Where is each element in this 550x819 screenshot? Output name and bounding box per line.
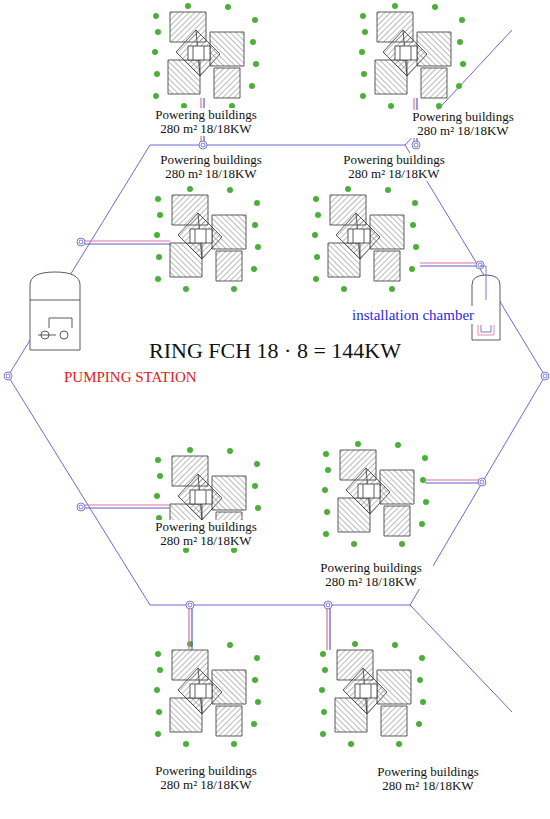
building-label: Powering buildings 280 m² 18/18KW [401, 110, 525, 138]
building-label: Powering buildings 280 m² 18/18KW [144, 764, 268, 792]
building-label: Powering buildings 280 m² 18/18KW [144, 520, 268, 548]
chamber-label: installation chamber [350, 306, 476, 324]
building-label: Powering buildings 280 m² 18/18KW [366, 765, 490, 793]
building-label: Powering buildings 280 m² 18/18KW [144, 108, 268, 136]
ring-title: RING FCH 18 · 8 = 144KW [147, 338, 403, 364]
building-label: Powering buildings 280 m² 18/18KW [332, 153, 456, 181]
station-label: PUMPING STATION [62, 368, 199, 386]
building-label: Powering buildings 280 m² 18/18KW [309, 561, 433, 589]
building-label: Powering buildings 280 m² 18/18KW [149, 153, 273, 181]
